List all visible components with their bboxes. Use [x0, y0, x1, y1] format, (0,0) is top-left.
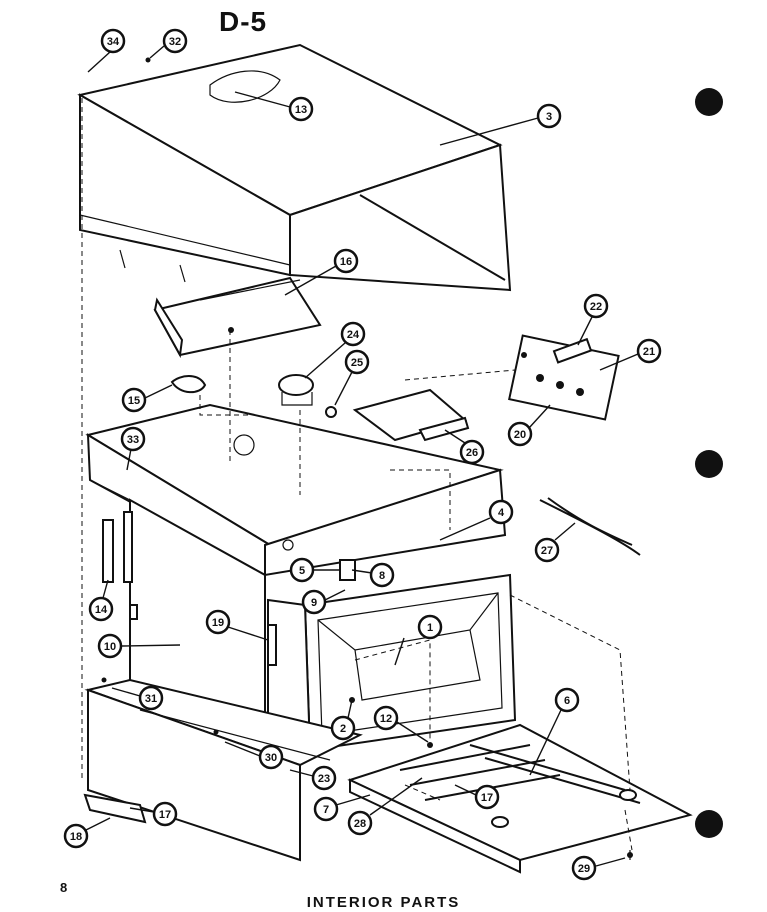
callout-22: 22	[583, 293, 609, 319]
binder-hole-top	[695, 88, 723, 116]
callout-18: 18	[63, 823, 89, 849]
svg-text:31: 31	[145, 693, 157, 705]
binder-hole-bottom	[695, 810, 723, 838]
svg-text:22: 22	[590, 301, 602, 313]
callout-17a: 17	[474, 784, 500, 810]
svg-text:10: 10	[104, 641, 116, 653]
callout-30: 30	[258, 744, 284, 770]
svg-text:29: 29	[578, 863, 590, 875]
callout-4: 4	[488, 499, 514, 525]
callout-6: 6	[554, 687, 580, 713]
callout-33: 33	[120, 426, 146, 452]
callout-2: 2	[330, 715, 356, 741]
callout-12: 12	[373, 705, 399, 731]
callout-3: 3	[536, 103, 562, 129]
svg-text:34: 34	[107, 36, 120, 48]
svg-text:28: 28	[354, 818, 366, 830]
callout-24: 24	[340, 321, 366, 347]
part-16-bracket	[153, 276, 322, 359]
svg-text:17: 17	[159, 809, 171, 821]
callout-23: 23	[311, 765, 337, 791]
page-number: 8	[60, 880, 68, 895]
callout-34: 34	[100, 28, 126, 54]
svg-text:6: 6	[564, 695, 570, 707]
diagram-title: D-5	[219, 6, 268, 37]
svg-text:18: 18	[70, 831, 82, 843]
figure-caption: INTERIOR PARTS	[306, 894, 461, 911]
callout-32: 32	[162, 28, 188, 54]
callout-7: 7	[313, 796, 339, 822]
svg-text:8: 8	[379, 570, 385, 582]
svg-text:16: 16	[340, 256, 352, 268]
callout-9: 9	[301, 589, 327, 615]
part-27-wire	[539, 497, 641, 556]
callout-27: 27	[534, 537, 560, 563]
small-components	[170, 334, 620, 442]
callout-26: 26	[459, 439, 485, 465]
svg-text:9: 9	[311, 597, 317, 609]
svg-text:21: 21	[643, 346, 655, 358]
drawer-tray	[347, 723, 693, 874]
cabinet-body	[85, 403, 507, 747]
svg-text:4: 4	[498, 507, 505, 519]
svg-text:25: 25	[351, 357, 363, 369]
svg-text:23: 23	[318, 773, 330, 785]
callout-31: 31	[138, 685, 164, 711]
callout-29: 29	[571, 855, 597, 881]
callout-21: 21	[636, 338, 662, 364]
svg-text:5: 5	[299, 565, 305, 577]
svg-text:17: 17	[481, 792, 493, 804]
svg-text:19: 19	[212, 617, 224, 629]
callout-14: 14	[88, 596, 114, 622]
callout-1: 1	[417, 614, 443, 640]
callout-19: 19	[205, 609, 231, 635]
oven-cavity	[267, 559, 517, 752]
callout-15: 15	[121, 387, 147, 413]
svg-text:1: 1	[427, 622, 433, 634]
svg-text:7: 7	[323, 804, 329, 816]
callout-16: 16	[333, 248, 359, 274]
svg-text:3: 3	[546, 111, 552, 123]
screws	[101, 57, 633, 858]
callout-5: 5	[289, 557, 315, 583]
svg-text:26: 26	[466, 447, 478, 459]
callout-20: 20	[507, 421, 533, 447]
svg-text:27: 27	[541, 545, 553, 557]
svg-text:15: 15	[128, 395, 140, 407]
callouts: 1 2 3 4 5 6 7 8 9 10 12 13 14 15 16 17 1…	[63, 28, 662, 881]
callout-13: 13	[288, 96, 314, 122]
assembly-lines	[81, 98, 633, 851]
callout-17b: 17	[152, 801, 178, 827]
svg-text:12: 12	[380, 713, 392, 725]
callout-8: 8	[369, 562, 395, 588]
svg-text:24: 24	[347, 329, 360, 341]
top-cover	[77, 43, 512, 292]
svg-text:13: 13	[295, 104, 307, 116]
svg-text:20: 20	[514, 429, 526, 441]
binder-hole-middle	[695, 450, 723, 478]
svg-text:33: 33	[127, 434, 139, 446]
callout-28: 28	[347, 810, 373, 836]
svg-text:2: 2	[340, 723, 346, 735]
svg-text:14: 14	[95, 604, 108, 616]
svg-text:30: 30	[265, 752, 277, 764]
svg-text:32: 32	[169, 36, 181, 48]
callout-10: 10	[97, 633, 123, 659]
callout-25: 25	[344, 349, 370, 375]
